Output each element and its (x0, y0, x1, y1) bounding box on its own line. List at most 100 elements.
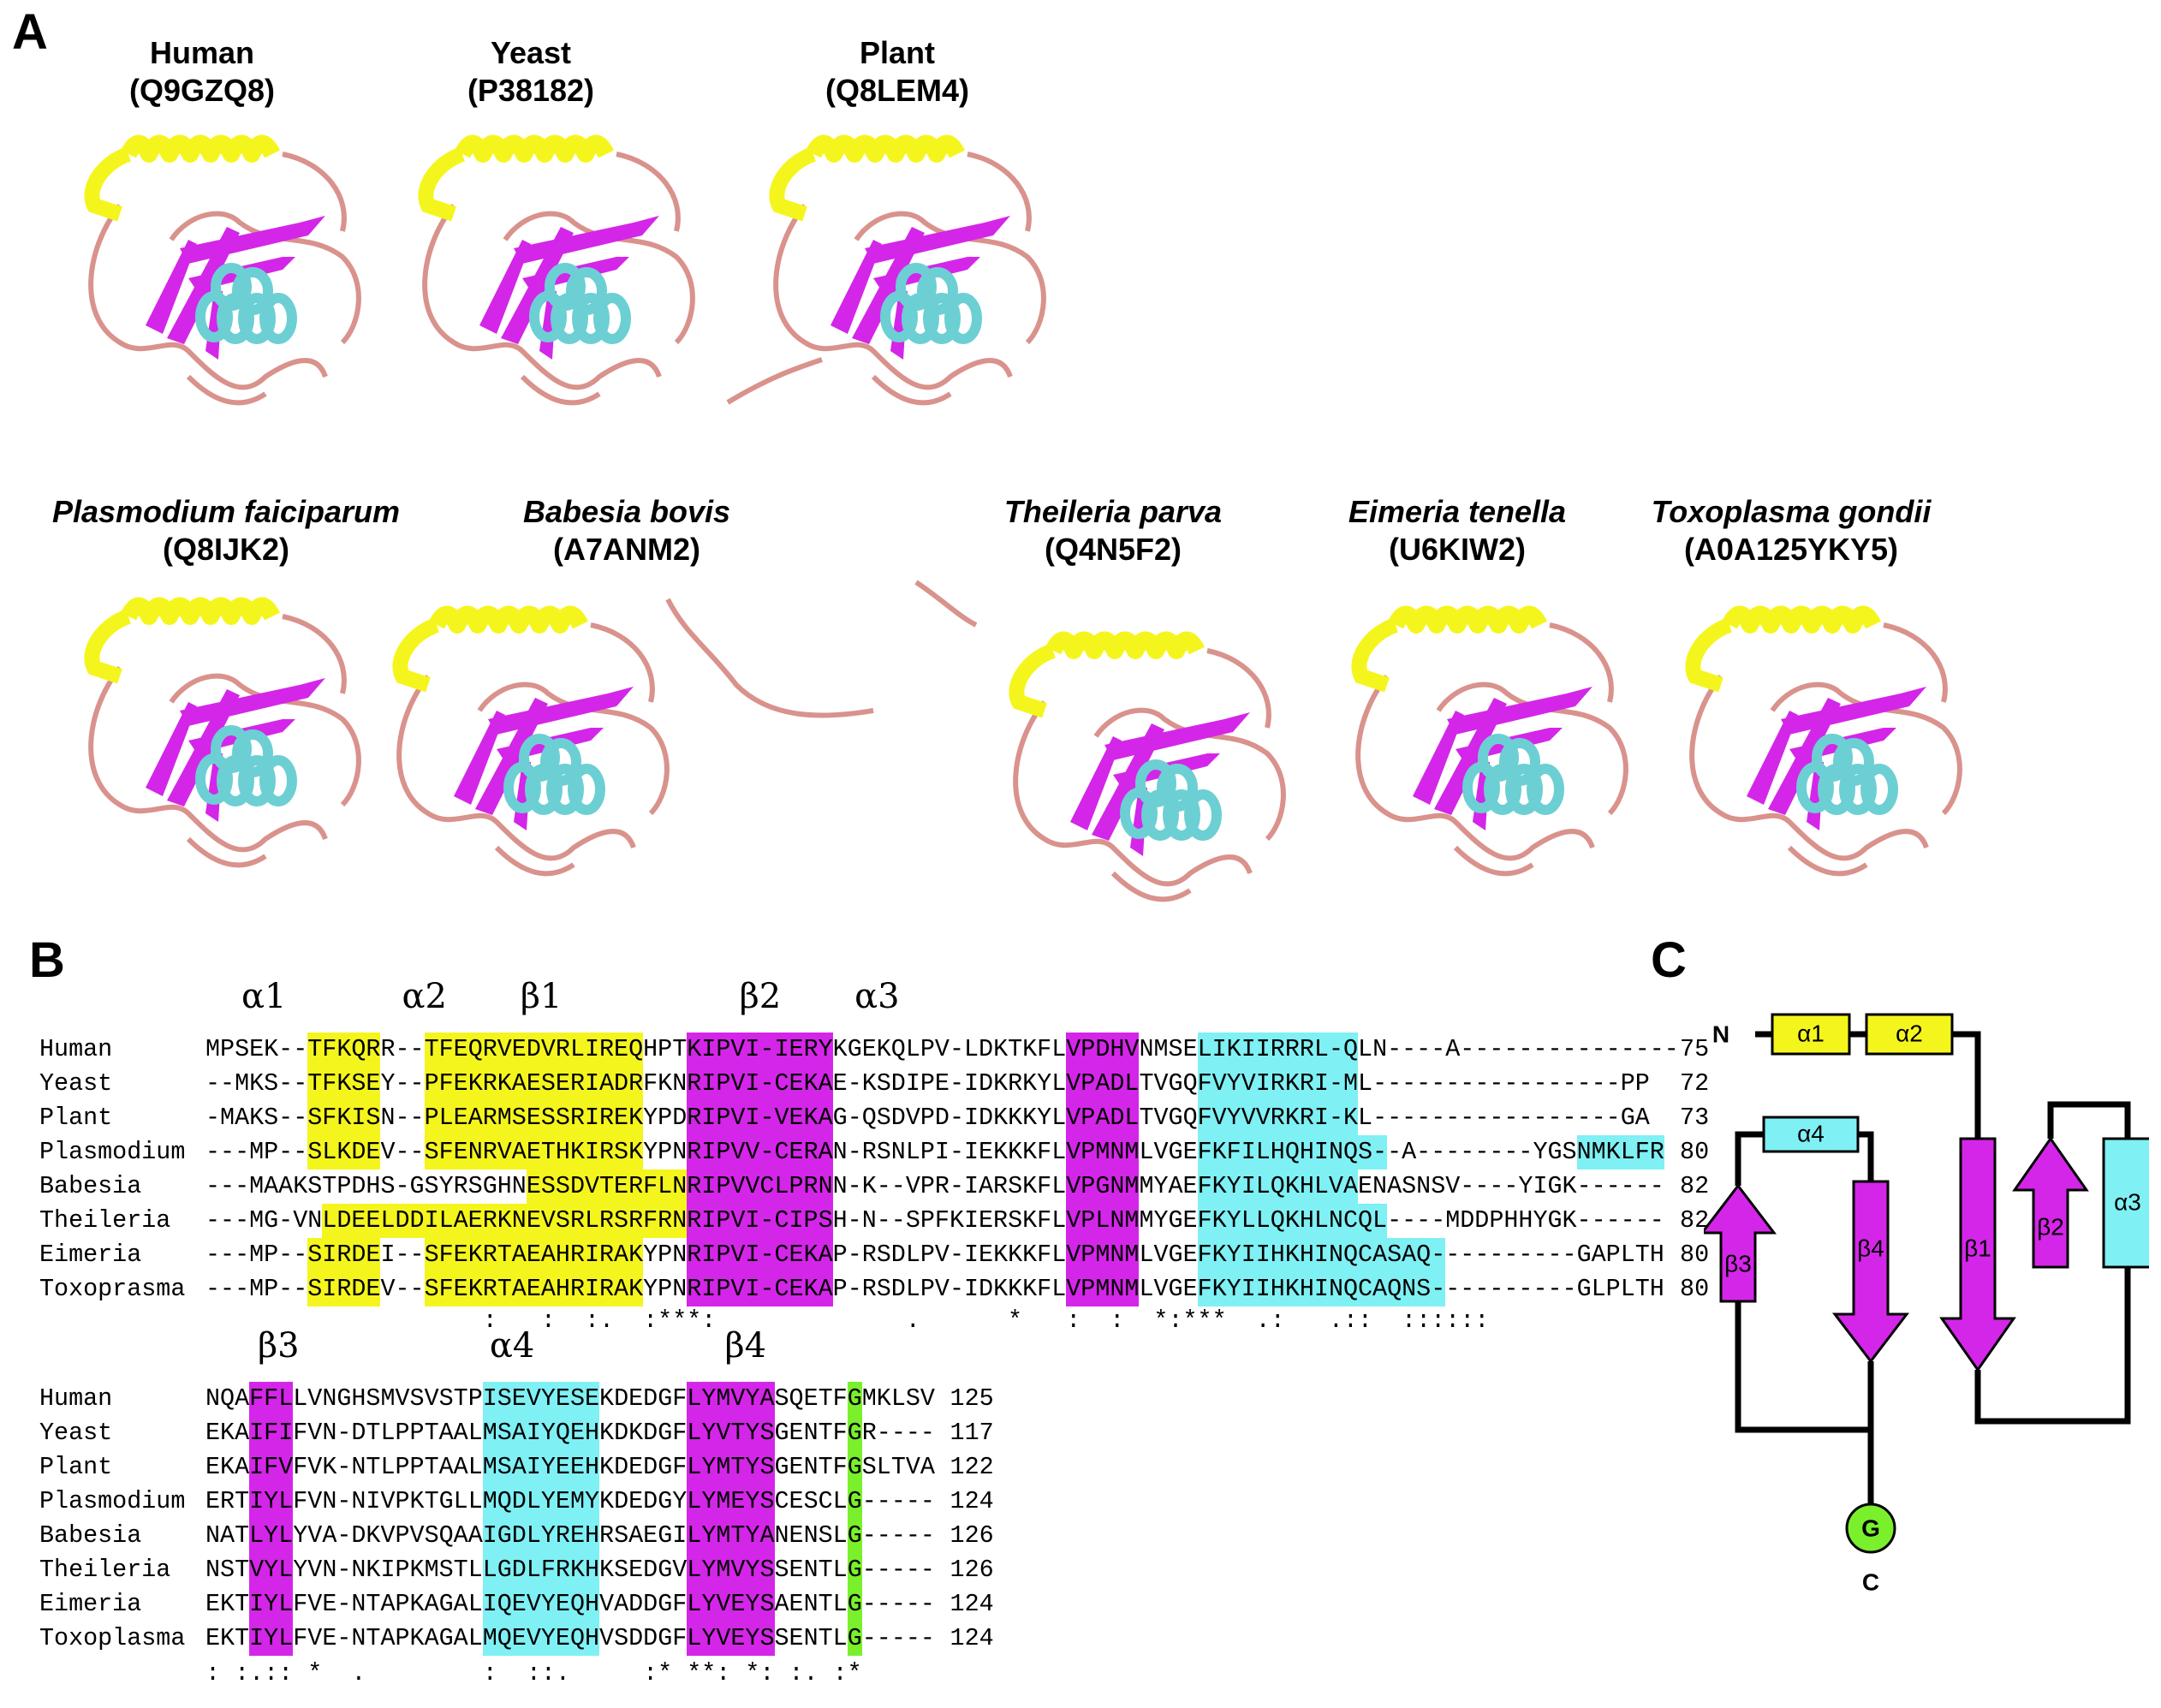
accession-id: (Q4N5F2) (1044, 532, 1182, 567)
panel-letter-a: A (12, 4, 48, 60)
structure-eimeria (1358, 615, 1626, 874)
sequence-name: Babesia (39, 1521, 142, 1550)
strand-b3 (1704, 1183, 1777, 1303)
conservation-line-2: : :.:: * . : ::. :* **: *: :. :* (205, 1659, 862, 1687)
ss-label-0: β3 (257, 1326, 300, 1366)
sequence-name: Theileria (39, 1206, 171, 1235)
structure-yeast (425, 144, 693, 403)
structure-theileria (1015, 640, 1283, 900)
row1-label-2: Plant(Q8LEM4) (825, 34, 969, 110)
a2-label: α2 (1896, 1020, 1923, 1046)
row2-label-2: Theileria parva(Q4N5F2) (1004, 493, 1222, 568)
structure-toxoplasma (1692, 615, 1960, 874)
sequence-name: Eimeria (39, 1241, 142, 1269)
panel-letter-c: C (1651, 932, 1687, 988)
row2-label-3: Eimeria tenella(U6KIW2) (1348, 493, 1566, 568)
residue-count: 126 (950, 1521, 994, 1550)
residue-count: 122 (950, 1453, 994, 1481)
ss-label-2: β1 (520, 977, 563, 1016)
structure-babesia (399, 615, 667, 874)
sequence: ERTIYLFVN-NIVPKTGLLMQDLYEMYKDEDGYLYMEYSC… (205, 1485, 935, 1519)
species-name: Human (149, 35, 255, 70)
panel-letter-b: B (29, 932, 65, 988)
g-label: G (1861, 1515, 1880, 1541)
strand-b1 (1939, 1137, 2016, 1372)
strand-b2 (2012, 1136, 2089, 1269)
sequence: ---MP--SLKDEV--SFENRVAETHKIRSKYPNRIPVV-C… (205, 1135, 1664, 1169)
sequence-name: Plant (39, 1453, 113, 1481)
sequence: MPSEK--TFKQRR--TFEQRVEDVRLIREQHPTKIPVI-I… (205, 1033, 1679, 1067)
helix-a4 (1762, 1116, 1860, 1153)
accession-id: (Q8IJK2) (162, 532, 290, 567)
sequence-name: Toxoplasma (39, 1624, 186, 1652)
sequence: ---MG-VNLDEELDDILAERKNEVSRLRSRFRNRIPVI-C… (205, 1204, 1664, 1238)
residue-count: 124 (950, 1487, 994, 1515)
b1-label: β1 (1964, 1235, 1991, 1261)
species-name: Toxoplasma gondii (1651, 494, 1932, 529)
row1-label-1: Yeast(P38182) (467, 34, 594, 110)
sequence-name: Theileria (39, 1556, 171, 1584)
residue-count: 80 (1680, 1241, 1710, 1269)
sequence: ---MP--SIRDEI--SFEKRTAEAHRIRAKYPNRIPVI-C… (205, 1238, 1664, 1272)
sequence: EKTIYLFVE-NTAPKAGALIQEVYEQHVADDGFLYVEYSA… (205, 1587, 935, 1622)
b4-label: β4 (1857, 1235, 1884, 1261)
conservation-line-1: : : :. :***: . * : : *:*** .: .:: :::::: (205, 1306, 1504, 1335)
structure-plasmodium (91, 606, 359, 866)
ss-label-1: α2 (402, 977, 447, 1016)
accession-id: (A0A125YKY5) (1683, 532, 1899, 567)
accession-id: (Q8LEM4) (825, 73, 970, 108)
glycine-terminus (1845, 1503, 1896, 1554)
structures-svg (0, 0, 2161, 925)
residue-count: 124 (950, 1624, 994, 1652)
row2-label-1: Babesia bovis(A7ANM2) (523, 493, 730, 568)
sequence: NQAFFLLVNGHSMVSVSTPISEVYESEKDEDGFLYMVYAS… (205, 1382, 935, 1416)
species-name: Theileria parva (1003, 494, 1223, 529)
ss-label-1: α4 (489, 1326, 535, 1366)
structure-human (91, 144, 359, 403)
accession-id: (P38182) (467, 73, 595, 108)
residue-count: 75 (1680, 1035, 1710, 1063)
species-name: Babesia bovis (522, 494, 731, 529)
residue-count: 82 (1680, 1172, 1710, 1200)
a1-label: α1 (1797, 1020, 1825, 1046)
ss-label-0: α1 (241, 977, 287, 1016)
sequence: ---MAAKSTPDHS-GSYRSGHNESSDVTERFLNRIPVVCL… (205, 1169, 1664, 1204)
sequence-name: Babesia (39, 1172, 142, 1200)
sequence: EKTIYLFVE-NTAPKAGALMQEVYEQHVSDDGFLYVEYSS… (205, 1622, 935, 1656)
ss-label-4: α3 (854, 977, 900, 1016)
species-name: Yeast (490, 35, 572, 70)
sequence-name: Human (39, 1384, 113, 1413)
accession-id: (U6KIW2) (1388, 532, 1526, 567)
topology-diagram: N C G α1 α2 α3 α4 β1 β2 β3 β4 (1704, 1013, 2149, 1595)
ss-label-2: β4 (724, 1326, 767, 1366)
ss-label-3: β2 (739, 977, 782, 1016)
b2-label: β2 (2037, 1213, 2064, 1240)
helix-a3 (2102, 1137, 2149, 1269)
residue-count: 73 (1680, 1104, 1710, 1132)
sequence-name: Plasmodium (39, 1138, 186, 1166)
sequence: NATLYLYVA-DKVPVSQAAIGDLYREHRSAEGILYMTYAN… (205, 1519, 935, 1553)
strand-b4 (1831, 1180, 1910, 1364)
helix-a2 (1865, 1013, 1954, 1056)
residue-count: 126 (950, 1556, 994, 1584)
sequence-name: Yeast (39, 1419, 113, 1447)
accession-id: (A7ANM2) (552, 532, 701, 567)
species-name: Eimeria tenella (1348, 494, 1567, 529)
sequence: --MKS--TFKSEY--PFEKRKAESERIADRFKNRIPVI-C… (205, 1067, 1650, 1101)
row1-label-0: Human(Q9GZQ8) (129, 34, 275, 110)
row2-label-4: Toxoplasma gondii(A0A125YKY5) (1652, 493, 1932, 568)
sequence-name: Plasmodium (39, 1487, 186, 1515)
b3-label: β3 (1724, 1250, 1752, 1277)
accession-id: (Q9GZQ8) (128, 73, 276, 108)
sequence-name: Human (39, 1035, 113, 1063)
sequence-name: Plant (39, 1104, 113, 1132)
species-name: Plant (859, 35, 936, 70)
sequence: NSTVYLYVN-NKIPKMSTLLGDLFRKHKSEDGVLYMVYSS… (205, 1553, 935, 1587)
residue-count: 80 (1680, 1138, 1710, 1166)
residue-count: 80 (1680, 1275, 1710, 1303)
species-name: Plasmodium faiciparum (51, 494, 401, 529)
a3-label: α3 (2114, 1188, 2141, 1215)
sequence: ---MP--SIRDEV--SFEKRTAEAHRIRAKYPNRIPVI-C… (205, 1272, 1664, 1306)
row2-label-0: Plasmodium faiciparum(Q8IJK2) (52, 493, 400, 568)
sequence: EKAIFIFVN-DTLPPTAALMSAIYQEHKDKDGFLYVTYSG… (205, 1416, 935, 1450)
